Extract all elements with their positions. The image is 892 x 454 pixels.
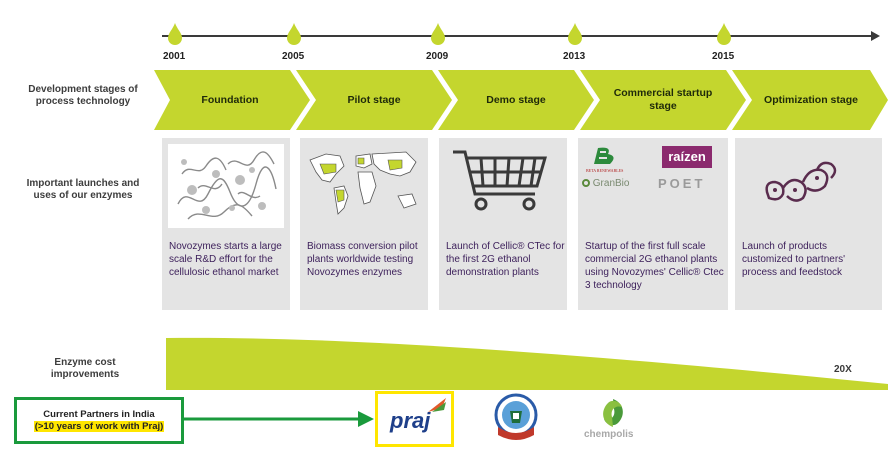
stage-optimization: Optimization stage xyxy=(732,70,888,130)
praj-flag-icon xyxy=(428,398,446,412)
milestone-marker-icon xyxy=(717,23,731,45)
launch-card-pilot: Biomass conversion pilot plants worldwid… xyxy=(300,138,428,310)
card-description: Launch of products customized to partner… xyxy=(742,241,846,278)
row-label-development: Development stages of process technology xyxy=(28,84,138,107)
row-label-cost: Enzyme cost improvements xyxy=(50,357,120,380)
timeline-arrowhead xyxy=(871,31,880,41)
logo-text: praj xyxy=(390,408,431,433)
stage-demo: Demo stage xyxy=(438,70,594,130)
partners-box: Current Partners in India (>10 years of … xyxy=(14,397,184,444)
stage-label: Optimization stage xyxy=(764,93,858,106)
chevron-shape xyxy=(296,70,452,130)
cost-multiplier: 20X xyxy=(834,364,852,375)
raizen-logo: raízen xyxy=(662,146,712,168)
shopping-cart-icon xyxy=(453,150,547,211)
chevron-shape xyxy=(580,70,746,130)
stage-label: Demo stage xyxy=(486,93,546,106)
chevron-shape xyxy=(154,70,310,130)
launch-card-commercial: BETA RENEWABLES GranBio raízen POET Star… xyxy=(578,138,728,310)
timeline-year: 2009 xyxy=(426,51,449,62)
launch-card-demo: Launch of Cellic® CTec for the first 2G … xyxy=(439,138,567,310)
chempolis-logo: chempolis xyxy=(582,397,644,445)
launch-card-optimization: Launch of products customized to partner… xyxy=(735,138,882,310)
milestone-marker-icon xyxy=(568,23,582,45)
row-label-launches: Important launches and uses of our enzym… xyxy=(26,178,140,201)
praj-logo: praj xyxy=(375,391,454,447)
world-map-icon xyxy=(309,151,417,215)
beta-b-icon xyxy=(594,147,614,164)
partners-subtitle: (>10 years of work with Praj) xyxy=(33,420,165,432)
chempolis-leaf-icon xyxy=(603,399,623,427)
timeline-year: 2013 xyxy=(563,51,586,62)
granbio-icon xyxy=(582,179,590,188)
stage-label: Foundation xyxy=(201,93,259,106)
launch-card-rd: Novozymes starts a large scale R&D effor… xyxy=(162,138,290,310)
chevron-shape xyxy=(732,70,888,130)
stage-pilot: Pilot stage xyxy=(296,70,452,130)
timeline-axis xyxy=(162,35,874,37)
card-description: Biomass conversion pilot plants worldwid… xyxy=(307,241,418,278)
stage-commercial-startup: Commercial startup stage xyxy=(580,70,746,130)
timeline-year: 2005 xyxy=(282,51,305,62)
logo-text: chempolis xyxy=(584,429,634,440)
cost-improvement-curve xyxy=(166,337,888,390)
granbio-logo: GranBio xyxy=(582,178,629,189)
milestone-marker-icon xyxy=(431,23,445,45)
stage-foundation: Foundation xyxy=(154,70,310,130)
milestone-marker-icon xyxy=(287,23,301,45)
card-description: Startup of the first full scale commerci… xyxy=(585,241,724,291)
logo-text: GranBio xyxy=(592,178,630,189)
stage-label: Pilot stage xyxy=(347,93,401,106)
beta-renewables-logo: BETA RENEWABLES xyxy=(586,146,630,176)
logo-text: BETA RENEWABLES xyxy=(586,168,624,173)
institute-emblem-icon xyxy=(494,393,538,440)
stage-label: Commercial startup stage xyxy=(613,87,713,112)
partners-title: Current Partners in India xyxy=(43,408,155,420)
timeline-year: 2015 xyxy=(712,51,735,62)
poet-logo: POET xyxy=(658,176,706,191)
enzyme-structure-icon xyxy=(168,144,284,228)
card-description: Novozymes starts a large scale R&D effor… xyxy=(169,241,282,278)
chevron-shape xyxy=(438,70,594,130)
customization-chain-icon xyxy=(765,161,837,202)
milestone-marker-icon xyxy=(168,23,182,45)
timeline-year: 2001 xyxy=(163,51,186,62)
arrow-icon xyxy=(184,411,374,427)
card-description: Launch of Cellic® CTec for the first 2G … xyxy=(446,241,565,278)
